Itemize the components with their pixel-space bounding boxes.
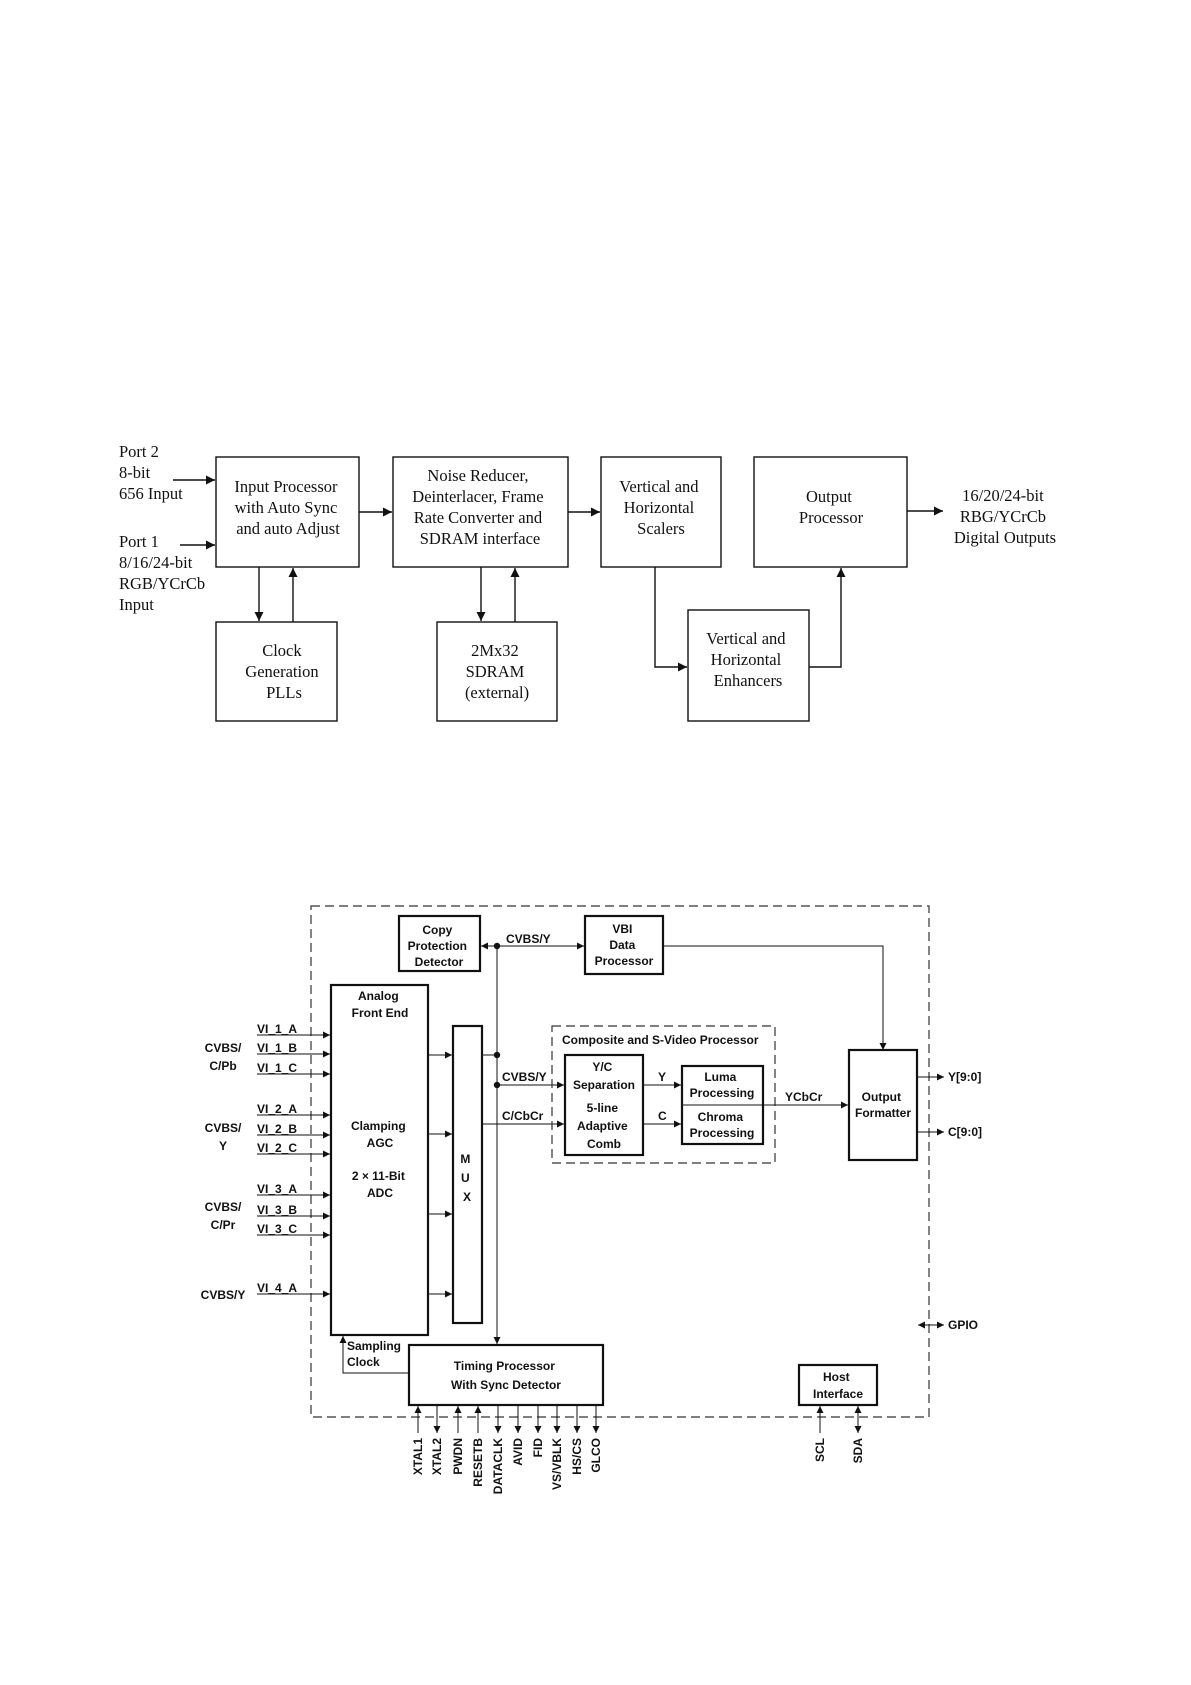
arrow-scalers-to-enhancers [654,567,687,672]
vbi-label: VBI Data Processor [595,922,654,968]
vbi-box [583,914,665,976]
block-diagram-1: Port 2 8-bit 656 Input Port 1 8/16/24-bi… [119,442,1056,722]
enhancers-label: Vertical and Horizontal Enhancers [706,629,789,690]
port1-label: Port 1 8/16/24-bit RGB/YCrCb Input [119,532,209,614]
timing-pin-label: HS/CS [570,1438,584,1475]
block-diagram-2: Copy Protection Detector VBI Data Proces… [201,905,982,1494]
composite-processor-region [551,1025,776,1164]
composite-processor-title: Composite and S-Video Processor [562,1033,759,1047]
timing-pin-label: PWDN [451,1438,465,1475]
sampling-clock-label: Sampling Clock [347,1339,404,1369]
output-formatter-label: Output Formatter [855,1090,911,1120]
timing-pin-label: RESETB [471,1438,485,1487]
input-pin-label: VI_2_C [257,1141,297,1155]
host-pin-label: SDA [851,1438,865,1464]
input-group-label: C/Pb [209,1059,236,1073]
analog-front-end-label: Analog Front End [352,989,409,1020]
mux-box [451,1024,484,1325]
chroma-label: Chroma Processing [690,1110,755,1140]
input-group-label: C/Pr [211,1218,236,1232]
input-group-label: Y [219,1139,227,1153]
yc-separation-box [563,1053,645,1157]
input-group-label: CVBS/ [205,1200,242,1214]
timing-pin-label: GLCO [589,1438,603,1473]
input-group-label: CVBS/Y [201,1288,246,1302]
enhancers-box [687,609,810,722]
host-interface-label: Host Interface [813,1370,863,1401]
input-pin-label: VI_1_C [257,1061,297,1075]
timing-processor-box [407,1343,605,1407]
input-pin-label: VI_3_A [257,1182,297,1196]
copy-protection-box [397,914,482,973]
input-processor-label: Input Processor with Auto Sync and auto … [234,477,341,538]
input-pin-label: VI_1_B [257,1041,297,1055]
signal-c-label: C [658,1109,667,1123]
output-processor-box [753,456,908,568]
timing-processor-label: Timing Processor With Sync Detector [451,1359,561,1392]
input-pin-label: VI_4_A [257,1281,297,1295]
comb-label: 5-line Adaptive Comb [577,1101,631,1151]
copy-protection-label: Copy Protection Detector [408,923,471,969]
input-pin-label: VI_2_A [257,1102,297,1116]
input-group-label: CVBS/ [205,1121,242,1135]
input-pin-label: VI_3_C [257,1222,297,1236]
signal-ycbcr-label: YCbCr [785,1090,823,1104]
out-c-label: C[9:0] [948,1125,982,1139]
noise-reducer-label: Noise Reducer, Deinterlacer, Frame Rate … [412,466,547,548]
luma-label: Luma Processing [690,1070,755,1100]
gpio-label: GPIO [948,1318,978,1332]
timing-pin-label: AVID [511,1438,525,1466]
clock-generation-box [215,621,338,722]
output-formatter-box [847,1048,919,1162]
clock-generation-label: Clock Generation PLLs [245,641,322,702]
timing-pin-label: FID [531,1438,545,1458]
input-pin-label: VI_3_B [257,1203,297,1217]
sampling-clock-arrow [339,1336,409,1374]
input-pin-label: VI_2_B [257,1122,297,1136]
signal-c-cbcr-label: C/CbCr [502,1109,544,1123]
yc-separation-label: Y/C Separation [573,1060,635,1092]
host-pins: SCL SDA [813,1406,865,1463]
input-pin-label: VI_1_A [257,1022,297,1036]
chip-boundary [310,905,930,1418]
timing-pin-label: VS/VBLK [550,1438,564,1490]
scalers-label: Vertical and Horizontal Scalers [619,477,702,538]
arrow-enhancers-to-output [809,568,846,668]
mux-label: M U X [460,1152,473,1204]
clamping-agc-label: Clamping AGC [351,1119,409,1150]
input-pins: VI_1_A VI_1_B VI_1_C VI_2_A VI_2_B VI_2_C VI_3… [201,1022,330,1302]
bottom-pins: XTAL1 XTAL2 PWDN RESETB DATACLK AVID FID VS/VBL… [411,1405,603,1494]
outputs-label: 16/20/24-bit RBG/YCrCb Digital Outputs [954,486,1056,547]
timing-pin-label: DATACLK [491,1438,505,1495]
host-pin-label: SCL [813,1438,827,1462]
timing-pin-label: XTAL1 [411,1438,425,1475]
analog-front-end-box [329,983,430,1337]
out-y-label: Y[9:0] [948,1070,981,1084]
sdram-label: 2Mx32 SDRAM (external) [465,641,529,702]
arrow-vbi-to-formatter [663,945,887,1050]
input-group-label: CVBS/ [205,1041,242,1055]
timing-pin-label: XTAL2 [430,1438,444,1475]
input-processor-box [215,456,360,568]
port2-label: Port 2 8-bit 656 Input [119,442,183,503]
scalers-box [600,456,722,568]
adc-label: 2 × 11-Bit ADC [352,1169,408,1200]
cvbs-y-top-label: CVBS/Y [506,932,551,946]
output-processor-label: Output Processor [799,487,864,527]
signal-cvbs-y-label: CVBS/Y [502,1070,547,1084]
signal-y-label: Y [658,1070,666,1084]
junction-mux-1 [493,1051,501,1059]
sdram-box [436,621,558,722]
host-interface-box [797,1363,879,1407]
